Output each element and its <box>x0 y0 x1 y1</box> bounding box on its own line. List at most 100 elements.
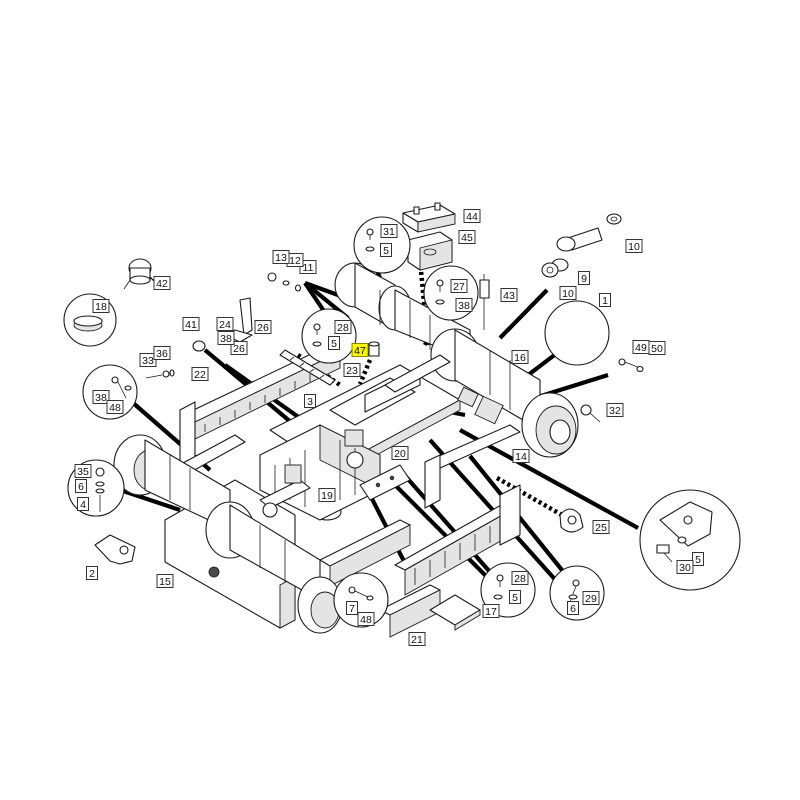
label-text-28a: 28 <box>337 322 349 334</box>
label-15: 15 <box>156 574 174 588</box>
label-49: 49 <box>632 340 650 354</box>
label-box-43 <box>500 288 518 302</box>
label-text-17: 17 <box>485 606 497 618</box>
label-text-38a: 38 <box>220 333 232 345</box>
label-26b: 26 <box>230 341 248 355</box>
label-28b: 28 <box>511 571 529 585</box>
label-text-16: 16 <box>514 352 526 364</box>
label-24: 24 <box>216 317 234 331</box>
label-box-32 <box>606 403 624 417</box>
label-box-24 <box>216 317 234 331</box>
label-text-26a: 26 <box>257 322 269 334</box>
label-box-7 <box>346 601 358 615</box>
label-18: 18 <box>92 299 110 313</box>
label-box-38b <box>455 298 473 312</box>
label-text-47: 47 <box>354 345 366 357</box>
label-44: 44 <box>463 209 481 223</box>
label-text-31: 31 <box>383 226 395 238</box>
label-box-10a <box>625 239 643 253</box>
label-6a: 6 <box>75 479 87 493</box>
label-text-41: 41 <box>185 319 197 331</box>
label-text-9: 9 <box>581 273 587 285</box>
label-38a: 38 <box>217 331 235 345</box>
label-text-38b: 38 <box>458 300 470 312</box>
label-28a: 28 <box>334 320 352 334</box>
label-text-5b: 5 <box>331 338 337 350</box>
label-48a: 48 <box>106 400 124 414</box>
label-text-13: 13 <box>275 252 287 264</box>
label-box-42 <box>153 276 171 290</box>
label-17: 17 <box>482 604 500 618</box>
label-text-48a: 48 <box>109 402 121 414</box>
label-box-6a <box>75 479 87 493</box>
label-box-1 <box>599 293 611 307</box>
transmission-and-driveshaft <box>259 354 451 521</box>
label-text-22: 22 <box>194 369 206 381</box>
label-text-14: 14 <box>515 451 527 463</box>
label-12: 12 <box>286 253 304 267</box>
detail-circle-6-29 <box>549 565 605 621</box>
label-box-14 <box>512 449 530 463</box>
label-box-17 <box>482 604 500 618</box>
label-text-12: 12 <box>289 255 301 267</box>
label-text-5c: 5 <box>512 592 518 604</box>
label-box-26b <box>230 341 248 355</box>
label-box-31 <box>380 224 398 238</box>
label-text-32: 32 <box>609 405 621 417</box>
label-13: 13 <box>272 250 290 264</box>
label-box-5b <box>328 336 340 350</box>
label-box-36 <box>153 346 171 360</box>
label-box-45 <box>458 230 476 244</box>
label-box-21 <box>408 632 426 646</box>
label-4a: 4 <box>77 497 89 511</box>
label-30: 30 <box>676 560 694 574</box>
label-box-35 <box>74 464 92 478</box>
label-box-25 <box>592 520 610 534</box>
label-text-38c: 38 <box>95 392 107 404</box>
label-text-10a: 10 <box>628 241 640 253</box>
label-14: 14 <box>512 449 530 463</box>
label-box-27 <box>450 279 468 293</box>
label-text-50: 50 <box>651 343 663 355</box>
label-2: 2 <box>86 566 98 580</box>
label-box-48b <box>357 612 375 626</box>
label-25: 25 <box>592 520 610 534</box>
label-10a: 10 <box>625 239 643 253</box>
label-22: 22 <box>191 367 209 381</box>
label-text-26b: 26 <box>233 343 245 355</box>
label-text-18: 18 <box>95 301 107 313</box>
label-box-28b <box>511 571 529 585</box>
label-text-44: 44 <box>466 211 478 223</box>
label-19: 19 <box>318 488 336 502</box>
label-box-29 <box>582 591 600 605</box>
label-text-48b: 48 <box>360 614 372 626</box>
label-text-10b: 10 <box>562 288 574 300</box>
label-42: 42 <box>153 276 171 290</box>
label-box-10b <box>559 286 577 300</box>
label-48b: 48 <box>357 612 375 626</box>
label-box-48a <box>106 400 124 414</box>
label-box-41 <box>182 317 200 331</box>
label-6b: 6 <box>567 601 579 615</box>
label-text-49: 49 <box>635 342 647 354</box>
label-box-50 <box>648 341 666 355</box>
label-text-29: 29 <box>585 593 597 605</box>
label-text-4a: 4 <box>80 499 86 511</box>
label-box-16 <box>511 350 529 364</box>
label-box-6b <box>567 601 579 615</box>
label-10b: 10 <box>559 286 577 300</box>
front-axle <box>113 434 343 634</box>
label-text-6a: 6 <box>78 481 84 493</box>
small-brackets <box>224 297 336 386</box>
detail-circle-1 <box>544 300 610 366</box>
label-box-5d <box>692 552 704 566</box>
label-1: 1 <box>599 293 611 307</box>
label-16: 16 <box>511 350 529 364</box>
label-20: 20 <box>391 446 409 460</box>
label-text-36: 36 <box>156 348 168 360</box>
bracket-20 <box>359 464 411 501</box>
label-text-5a: 5 <box>383 245 389 257</box>
label-text-15: 15 <box>159 576 171 588</box>
label-box-9 <box>578 271 590 285</box>
label-text-7: 7 <box>349 603 355 615</box>
